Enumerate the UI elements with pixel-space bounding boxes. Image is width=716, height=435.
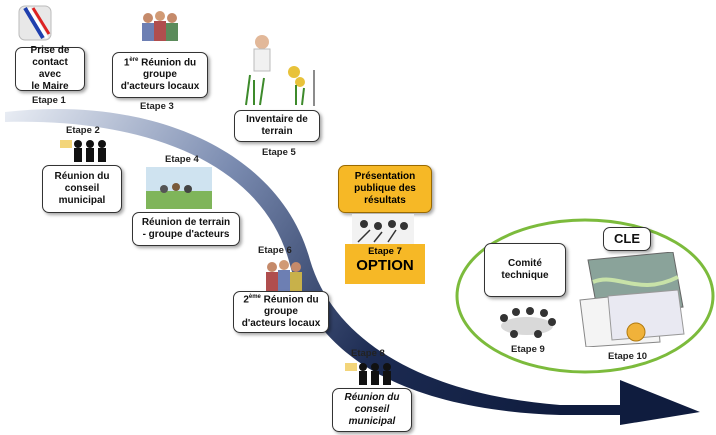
step-7-box: Présentation publique des résultats: [338, 165, 432, 213]
step-7-text-2: publique des: [354, 183, 416, 194]
documents-map-icon: [579, 252, 685, 347]
step-4-box: Réunion de terrain - groupe d'acteurs: [132, 212, 240, 246]
step-3-label: Etape 3: [140, 101, 174, 112]
step-8-text-3: municipal: [348, 416, 396, 427]
step-7-text-1: Présentation: [354, 171, 416, 182]
step-4-text-1: Réunion de terrain: [141, 217, 231, 228]
option-banner: Etape 7 OPTION: [345, 244, 425, 284]
group-people-icon: [142, 11, 178, 41]
step-8-box: Réunion du conseil municipal: [332, 388, 412, 432]
highlight-ellipse: [455, 218, 715, 374]
step-3-num: 1: [123, 57, 130, 69]
step-5-text-2: terrain: [261, 126, 293, 137]
step-2-label: Etape 2: [66, 125, 100, 136]
step-3-sup: ère: [129, 56, 139, 63]
step-9-box: Comité technique: [484, 243, 566, 297]
step-2-text-2: conseil: [64, 183, 100, 194]
step-3-text-2: groupe: [143, 69, 177, 81]
presentation-icon: [352, 214, 414, 244]
step-4-text-2: - groupe d'acteurs: [142, 229, 230, 240]
step-6-label: Etape 6: [258, 245, 292, 256]
arrow-body: [5, 108, 700, 426]
step-2-box: Réunion du conseil municipal: [42, 165, 122, 213]
step-10-box: CLE: [603, 227, 651, 251]
step-3-box: 1ère Réunion du groupe d'acteurs locaux: [112, 52, 208, 98]
step-3-first: Réunion du: [138, 57, 197, 69]
step-6-text-2: groupe: [264, 306, 298, 318]
step-2-text-1: Réunion du: [54, 171, 110, 182]
step-1-label: Etape 1: [32, 95, 66, 106]
step-5-box: Inventaire de terrain: [234, 110, 320, 142]
step-8-text-2: conseil: [354, 404, 390, 415]
step-10-label: Etape 10: [608, 351, 648, 362]
committee-icon: [500, 307, 556, 338]
group-people-icon-2: [266, 260, 302, 292]
step-6-num: 2: [243, 294, 249, 306]
field-inventory-icon: [245, 35, 315, 106]
council-icon-2: [345, 363, 391, 385]
step-6-first: Réunion du: [260, 294, 319, 306]
step-3-text-3: d'acteurs locaux: [120, 81, 200, 93]
step-3-text-1: 1ère Réunion du: [124, 57, 196, 69]
step-9-label: Etape 9: [511, 344, 545, 355]
step-6-text-1: 2ème Réunion du: [243, 294, 318, 306]
step-9-text-1: Comité: [508, 258, 542, 269]
step-4-label: Etape 4: [165, 154, 199, 165]
step-7-text-3: résultats: [364, 195, 406, 206]
step-1-text-1: Prise de: [30, 45, 70, 56]
step-7-label: Etape 7: [368, 246, 402, 257]
step-6-box: 2ème Réunion du groupe d'acteurs locaux: [233, 291, 329, 333]
mayor-icon: [18, 5, 52, 41]
field-meeting-icon: [146, 167, 212, 209]
step-5-text-1: Inventaire de: [246, 114, 308, 125]
step-2-text-3: municipal: [58, 195, 106, 206]
step-6-sup: ème: [248, 293, 261, 300]
step-1-box: Prise de contact avec le Maire: [15, 45, 85, 92]
step-1-text-3: le Maire: [31, 81, 69, 92]
step-10-text-1: CLE: [614, 231, 640, 247]
step-9-text-2: technique: [501, 270, 549, 281]
council-icon: [60, 140, 106, 162]
step-8-label: Etape 8: [351, 348, 385, 359]
step-8-text-1: Réunion du: [344, 392, 400, 403]
step-6-text-3: d'acteurs locaux: [241, 318, 321, 330]
step-1-text-2: contact avec: [32, 57, 68, 80]
step-5-label: Etape 5: [262, 147, 296, 158]
option-text: OPTION: [356, 257, 414, 274]
